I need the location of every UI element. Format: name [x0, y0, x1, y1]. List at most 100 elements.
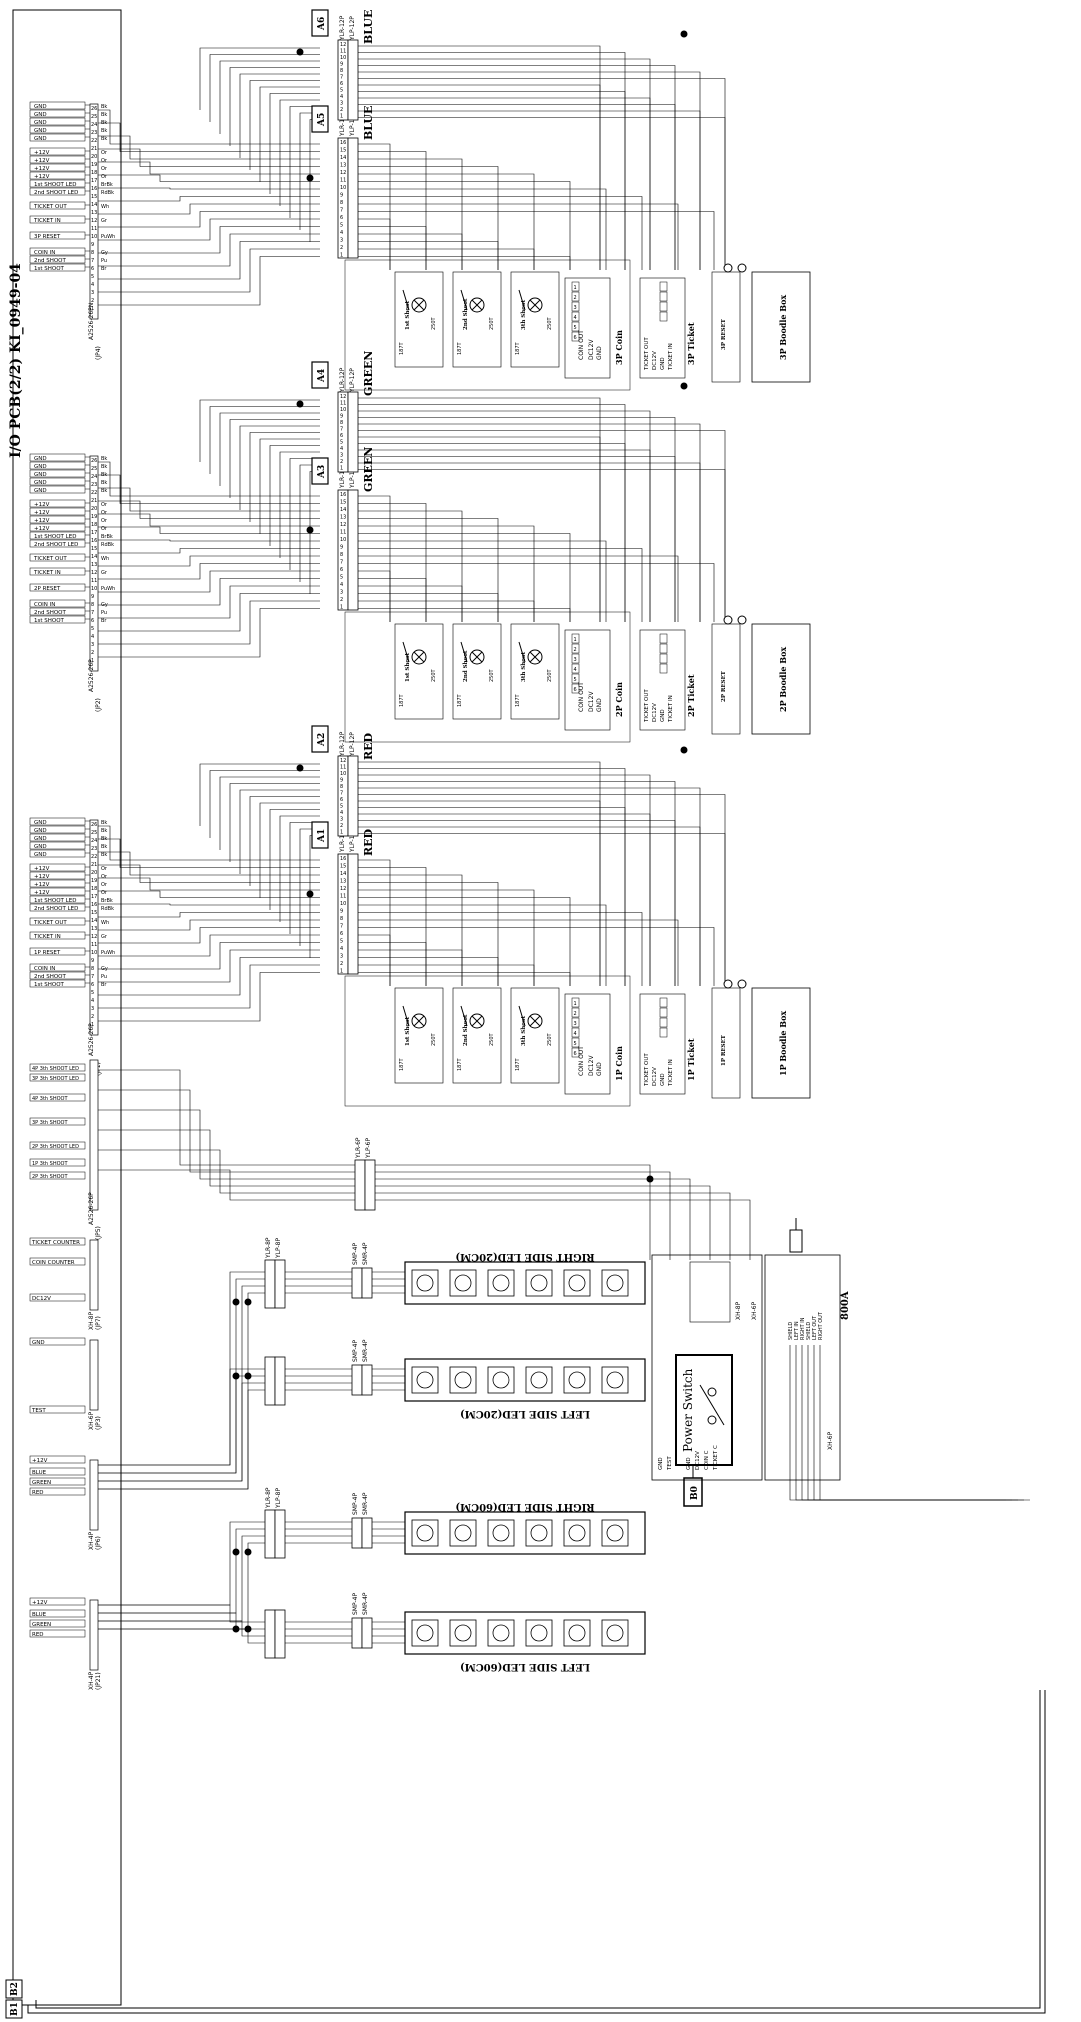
switch-part: 187T [515, 1057, 521, 1071]
connector-b-pin: 6 [340, 433, 343, 439]
reset-box [711, 623, 741, 735]
bus-b2-box [5, 1979, 23, 1999]
connector-b-pin: 11 [340, 49, 346, 55]
led-conn-smr [361, 1364, 373, 1396]
pin-number: 1 [91, 1022, 94, 1028]
shoot-switch-label: 1st Shoot [405, 652, 411, 682]
load-wire [358, 71, 701, 270]
pin-label: +12V [34, 510, 50, 516]
wire-color: Or [101, 510, 108, 516]
connector-a-pin: 11 [340, 530, 346, 536]
pin-number: 4 [91, 634, 94, 640]
pin-label-box [29, 485, 86, 494]
connector-a-pin: 12 [340, 522, 346, 528]
junction-dot [646, 1175, 654, 1183]
pin-number: 14 [91, 202, 97, 208]
coin-pin-number: 5 [574, 325, 577, 331]
led-icon [563, 1619, 591, 1647]
pin-number: 13 [91, 562, 97, 568]
connector-a-color: RED [362, 828, 375, 856]
pin-number: 26 [91, 106, 97, 112]
pin-number: 6 [91, 266, 94, 272]
connector-a-part: YLR-16P [339, 827, 346, 853]
load-wire [358, 833, 726, 986]
pin-label: 2nd SHOOT LED [34, 542, 78, 548]
connector-a-pin: 16 [340, 140, 346, 146]
reset-terminal [723, 263, 733, 273]
harness-wire [98, 919, 320, 931]
pin-label-box [29, 817, 86, 826]
led-conn-ylr [264, 1356, 276, 1406]
load-wire [358, 173, 535, 270]
connector-a-pin: 9 [340, 909, 343, 915]
pin-label: TICKET OUT [33, 556, 67, 562]
load-wire [358, 518, 499, 622]
led-strip-body [404, 1611, 646, 1655]
lower-pin-box [29, 1237, 86, 1246]
harness-wire [289, 458, 320, 570]
pin-label: TICKET IN [33, 934, 61, 940]
pin-number: 11 [91, 226, 97, 232]
pin-label: +12V [34, 502, 50, 508]
ticket-label: TICKET IN [668, 695, 674, 723]
led-feed-wire [98, 1292, 265, 1490]
led-conn-smr [361, 1517, 373, 1549]
shoot-switch-label: 2nd Shoot [463, 1014, 469, 1046]
ticket-pin [659, 301, 668, 312]
reset-box [711, 987, 741, 1099]
jp5-conn-part: YLP-6P [365, 1138, 372, 1159]
load-wire [358, 874, 463, 986]
load-wire [358, 469, 726, 622]
harness-wire [229, 419, 320, 498]
connector-a-tag [311, 457, 329, 485]
coin-pin-number: 6 [574, 1051, 577, 1057]
led-icon-lens [530, 1371, 548, 1389]
pin-label-box [29, 539, 86, 548]
load-wire [358, 867, 427, 986]
shoot-switch-box [452, 623, 502, 720]
coin-out-label: COIN OUT [578, 1046, 585, 1076]
pin-label-box [29, 979, 86, 988]
harness-wire [98, 474, 320, 504]
jp5-pin-box [29, 1093, 86, 1102]
harness-wire [239, 789, 320, 874]
harness-wire [98, 864, 320, 883]
io-pcb-frame [12, 9, 122, 2006]
pin-number: 15 [91, 910, 97, 916]
lamp-part: 250T [431, 316, 437, 330]
lower-jp: (JP7) [95, 1316, 102, 1330]
pin-number: 18 [91, 522, 97, 528]
connector-b-pin: 5 [340, 88, 343, 94]
wire-color: Pu [101, 258, 107, 264]
load-wire [358, 949, 463, 986]
switch-part: 187T [515, 693, 521, 707]
load-wire [358, 158, 463, 270]
lamp-part: 250T [431, 668, 437, 682]
pin-label-box [29, 179, 86, 188]
pin-label-box [29, 903, 86, 912]
wire-color: Bk [101, 464, 107, 470]
connector-b-pin: 12 [340, 42, 346, 48]
coin-dc-label: DC12V [588, 339, 595, 360]
harness-wire [98, 903, 320, 906]
connector-a-part: YLR-16P [339, 463, 346, 489]
wire-color: Pu [101, 610, 107, 616]
load-wire [358, 503, 427, 622]
pin-label-box [29, 607, 86, 616]
connector-a-pin: 7 [340, 560, 343, 566]
load-wire [358, 456, 676, 622]
coin-pin-number: 1 [574, 285, 577, 291]
ticket-label: DC12V [652, 703, 658, 722]
pin-label: 1st SHOOT LED [34, 534, 76, 540]
load-wire [358, 957, 499, 986]
harness-wire [98, 187, 320, 190]
wire-color: Or [101, 166, 108, 172]
led-icon [487, 1269, 515, 1297]
led-icon-lens [606, 1274, 624, 1292]
pin-label-box [29, 215, 86, 224]
led-conn-smr [361, 1267, 373, 1299]
coin-out-label: COIN OUT [578, 682, 585, 712]
harness-wire [279, 451, 320, 558]
